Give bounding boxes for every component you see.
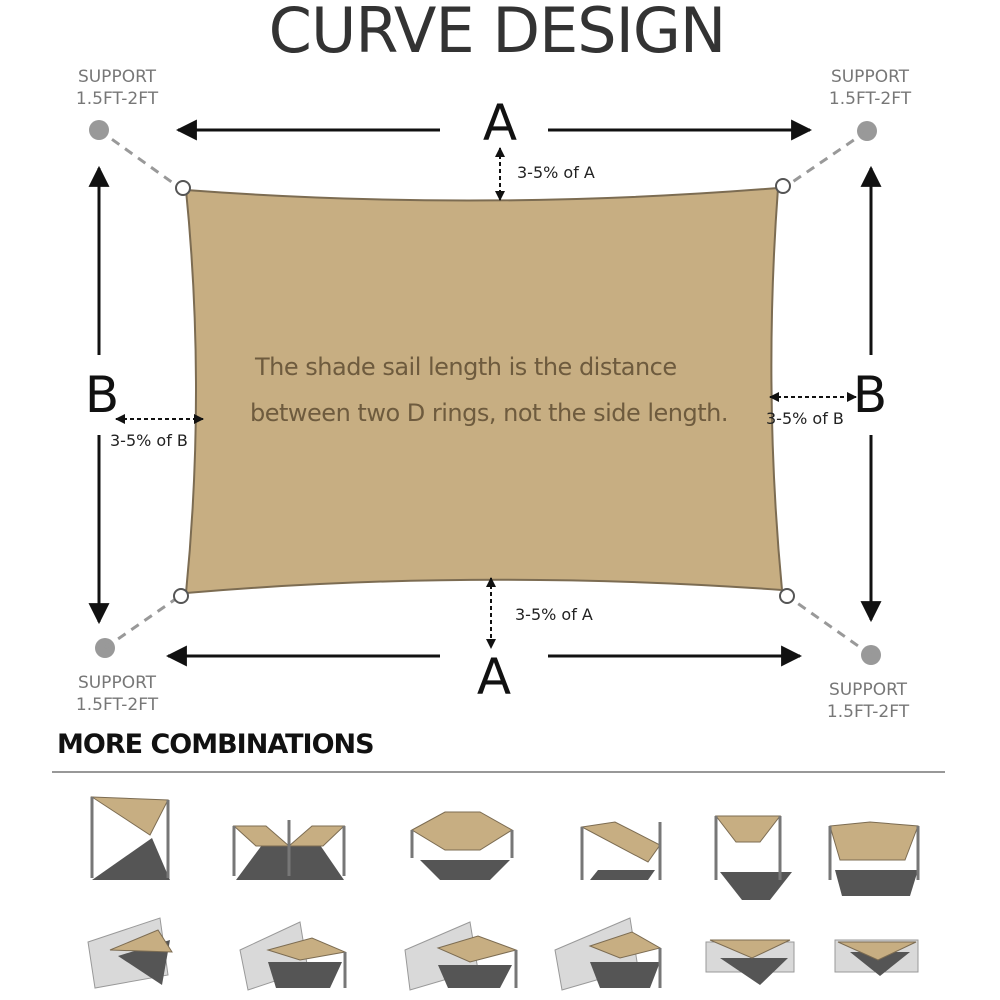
support-label-bottom-left: SUPPORT 1.5FT-2FT [76, 673, 159, 715]
support-label-line2: 1.5FT-2FT [76, 695, 159, 715]
sail-note-line1: The shade sail length is the distance [254, 353, 677, 381]
page-title: CURVE DESIGN [269, 0, 726, 67]
support-label-line1: SUPPORT [829, 680, 908, 700]
support-label-line1: SUPPORT [831, 67, 910, 87]
support-label-top-left: SUPPORT 1.5FT-2FT [76, 67, 159, 109]
shade-sail [184, 186, 784, 595]
support-label-line2: 1.5FT-2FT [827, 702, 910, 722]
combination-tile [404, 921, 518, 991]
combination-tile [554, 917, 662, 991]
curve-label-top: 3-5% of A [517, 163, 595, 182]
dimension-label-b-right: B [853, 366, 887, 424]
dimension-label-a-bottom: A [477, 648, 511, 706]
d-ring-icon [775, 178, 791, 194]
dimension-label-b-left: B [85, 366, 119, 424]
d-rings [173, 178, 795, 604]
support-label-line1: SUPPORT [78, 67, 157, 87]
dimension-label-a-top: A [483, 94, 517, 152]
combination-tile [580, 821, 662, 880]
support-label-line2: 1.5FT-2FT [829, 89, 912, 109]
combination-tile [705, 939, 795, 985]
support-label-top-right: SUPPORT 1.5FT-2FT [829, 67, 912, 109]
d-ring-icon [173, 588, 189, 604]
sail-note-line2: between two D rings, not the side length… [250, 399, 728, 427]
d-ring-icon [779, 588, 795, 604]
support-label-line1: SUPPORT [78, 673, 157, 693]
combination-tile [828, 821, 920, 896]
d-ring-icon [175, 180, 191, 196]
combination-tile [714, 815, 792, 900]
combination-tile [232, 820, 346, 880]
more-combinations-heading: MORE COMBINATIONS [57, 729, 374, 760]
curve-label-left: 3-5% of B [110, 431, 188, 450]
curve-label-bottom: 3-5% of A [515, 605, 593, 624]
combination-tile [90, 796, 170, 880]
support-label-line2: 1.5FT-2FT [76, 89, 159, 109]
combination-tile [410, 811, 514, 880]
combination-tile [87, 917, 173, 989]
curve-label-right: 3-5% of B [766, 409, 844, 428]
tension-lines [98, 128, 872, 657]
support-label-bottom-right: SUPPORT 1.5FT-2FT [827, 680, 910, 722]
combination-tile [834, 939, 919, 976]
combination-tile [239, 921, 347, 991]
